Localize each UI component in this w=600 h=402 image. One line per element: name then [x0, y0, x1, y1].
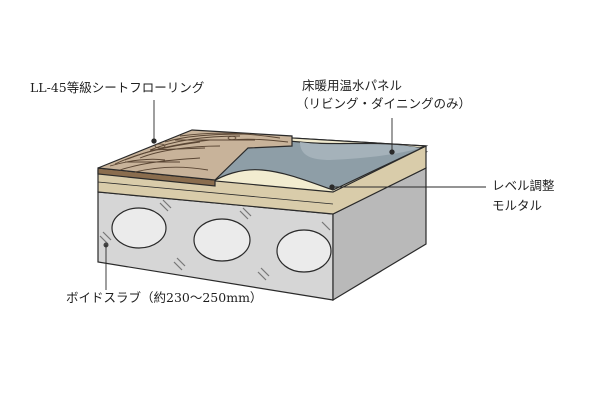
void-core-3: [276, 229, 332, 273]
sheet-flooring: [97, 129, 293, 187]
mortar-label-line2: モルタル: [492, 198, 543, 213]
leader-lines: [105, 100, 486, 290]
void-slab: [97, 167, 427, 302]
flooring-label: LL-45等級シートフローリング: [30, 80, 205, 95]
void-core-2: [193, 218, 251, 262]
mortar-label: レベル調整: [492, 178, 555, 193]
void-slab-label: ボイドスラブ（約230〜250mm）: [66, 290, 263, 305]
heating-panel-note: （リビング・ダイニングのみ）: [296, 96, 472, 111]
heating-panel-label: 床暖用温水パネル: [302, 78, 403, 93]
void-core-1: [111, 207, 167, 249]
